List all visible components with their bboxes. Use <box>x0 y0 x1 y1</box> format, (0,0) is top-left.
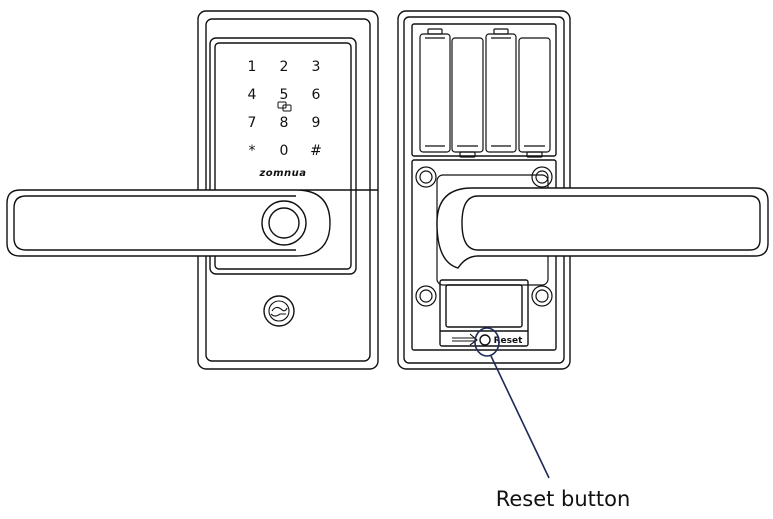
batteries <box>419 28 551 158</box>
key-1[interactable]: 1 <box>248 59 257 75</box>
keypad: 1 2 3 4 5 6 7 8 9 * 0 # <box>248 59 322 159</box>
key-6[interactable]: 6 <box>312 87 321 103</box>
key-3[interactable]: 3 <box>312 59 321 75</box>
key-8[interactable]: 8 <box>280 115 289 131</box>
reset-label: Reset <box>494 336 523 346</box>
key-cylinder <box>263 295 295 327</box>
battery-2 <box>451 37 484 153</box>
reset-highlight-ring <box>474 327 500 357</box>
reset-arrow-icon <box>452 333 478 346</box>
battery-1 <box>419 33 451 153</box>
key-5[interactable]: 5 <box>280 87 289 103</box>
key-9[interactable]: 9 <box>312 115 321 131</box>
fingerprint-sensor[interactable] <box>268 207 300 239</box>
callout-leader-line <box>490 355 550 479</box>
brand-logo: zomnua <box>258 168 306 179</box>
front-lever-handle[interactable] <box>6 189 378 257</box>
front-lever-inner-edge <box>13 195 296 251</box>
key-2[interactable]: 2 <box>280 59 289 75</box>
front-lock: 1 2 3 4 5 6 7 8 9 * 0 # zomnua <box>6 10 379 370</box>
screws <box>415 166 553 307</box>
battery-3 <box>485 33 517 153</box>
key-4[interactable]: 4 <box>248 87 257 103</box>
battery-compartment <box>411 23 557 157</box>
back-lock: Reset <box>397 10 769 370</box>
reset-button-label: Reset button <box>496 487 631 511</box>
back-lever-handle[interactable] <box>436 187 769 269</box>
keypad-panel <box>214 42 352 270</box>
reset-module <box>439 279 529 347</box>
key-7[interactable]: 7 <box>248 115 257 131</box>
key-0[interactable]: 0 <box>280 143 289 159</box>
back-lever-inner-edge <box>461 195 761 251</box>
reset-callout <box>474 327 550 479</box>
battery-4 <box>518 37 551 153</box>
key-hash[interactable]: # <box>310 143 322 159</box>
key-star[interactable]: * <box>249 143 256 159</box>
keypad-panel-outer <box>209 37 357 275</box>
card-reader-icon <box>277 101 292 112</box>
reset-button[interactable] <box>479 334 491 346</box>
reset-module-cover <box>445 284 523 328</box>
